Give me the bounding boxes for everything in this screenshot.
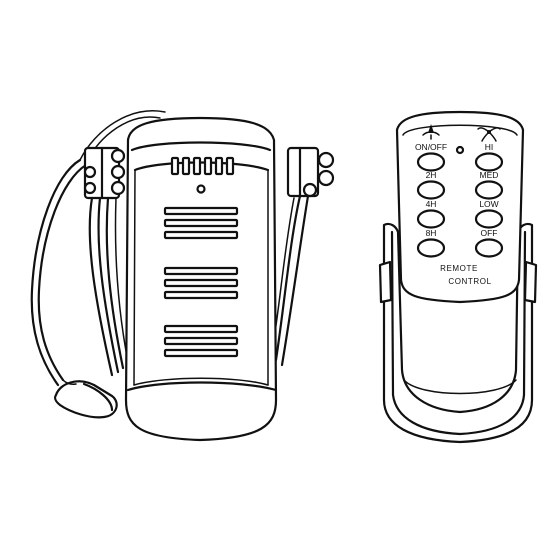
remote-button-low[interactable]: LOW: [476, 199, 502, 228]
left-wire-bundle: [90, 198, 128, 375]
right-wire-bundle: [272, 196, 308, 365]
remote-button-label: HI: [485, 142, 494, 152]
receiver-grille-bottom: [165, 326, 237, 356]
receiver-indicator-hole: [198, 186, 205, 193]
remote-brand-line1: REMOTE: [440, 264, 478, 273]
remote-button-label: MED: [480, 170, 499, 180]
remote-button-label: 4H: [426, 199, 437, 209]
remote-button-on-off[interactable]: ON/OFF: [415, 142, 447, 171]
receiver-grille-middle: [165, 268, 237, 298]
remote-button-med[interactable]: MED: [476, 170, 502, 199]
receiver-unit: [32, 111, 333, 440]
remote-led: [457, 147, 463, 153]
remote-body: [397, 112, 523, 302]
remote-button-label: 8H: [426, 228, 437, 238]
left-wire-connector: [85, 148, 124, 198]
remote-button-label: ON/OFF: [415, 142, 447, 152]
remote-button-label: OFF: [481, 228, 498, 238]
remote-button-label: LOW: [479, 199, 498, 209]
remote-button-label: 2H: [426, 170, 437, 180]
receiver-grille-top: [165, 208, 237, 238]
wire-end-plug: [55, 380, 117, 417]
right-wire-connector: [288, 148, 333, 196]
remote-control: ON/OFF HI 2H MED 4H LOW 8H OFF: [380, 112, 536, 442]
remote-brand-line2: CONTROL: [448, 277, 491, 286]
